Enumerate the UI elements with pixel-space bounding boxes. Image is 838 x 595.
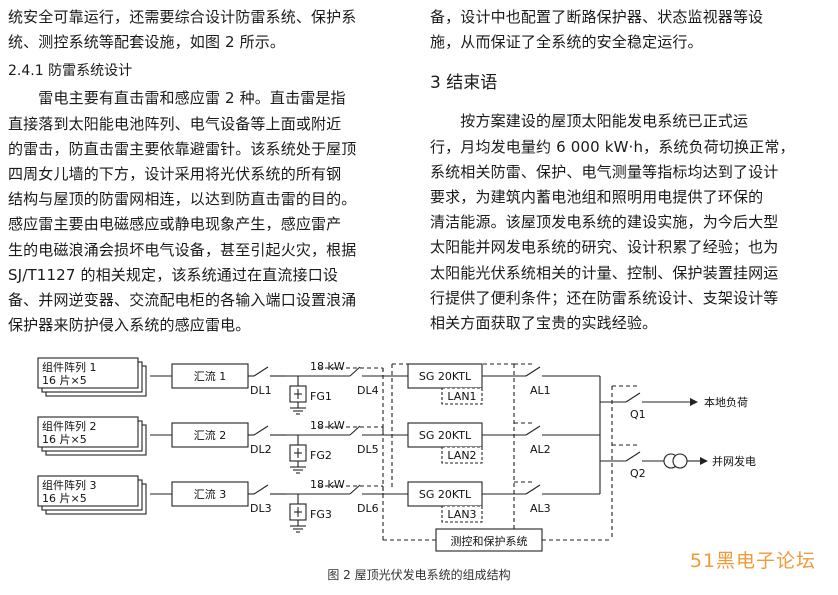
dc-breaker-label: DL2 xyxy=(250,443,272,456)
breaker-switch xyxy=(625,451,641,462)
array-count-label: 16 片×5 xyxy=(42,433,87,446)
text-line: 的雷击，防直击雷主要依靠避雷针。该系统处于屋顶 xyxy=(8,139,357,158)
lan-label: LAN2 xyxy=(447,449,476,462)
combiner-label: 汇流 1 xyxy=(194,369,227,383)
dc-breaker-label: DL6 xyxy=(357,502,379,515)
text-line: 雷电主要有直击雷和感应雷 2 种。直击雷是指 xyxy=(8,89,346,108)
array-panel-layer xyxy=(37,416,139,448)
text-line: 保护器来防护侵入系统的感应雷电。 xyxy=(8,316,251,335)
text-line: 清洁能源。该屋顶发电系统的建设实施，为今后大型 xyxy=(430,213,779,232)
text-line: 备、并网逆变器、交流配电柜的各输入端口设置浪涌 xyxy=(8,290,357,309)
ac-breaker-label: AL2 xyxy=(530,443,551,456)
array-panel-layer xyxy=(37,357,139,389)
lan-label: LAN1 xyxy=(447,390,476,403)
breaker-switch xyxy=(349,425,361,436)
power-label: 18 kW xyxy=(310,419,345,432)
breaker-switch xyxy=(525,425,541,436)
array-name-label: 组件阵列 2 xyxy=(42,419,97,433)
text-line: 四周女儿墙的下方，设计采用将光伏系统的所有钢 xyxy=(8,164,342,183)
monitor-system-label: 测控和保护系统 xyxy=(451,534,528,548)
array-name-label: 组件阵列 1 xyxy=(42,360,97,374)
lan-box xyxy=(441,446,483,464)
array-count-label: 16 片×5 xyxy=(42,374,87,387)
lan-box xyxy=(441,387,483,405)
surge-protector-label: FG1 xyxy=(310,390,332,403)
combiner-label: 汇流 3 xyxy=(194,487,227,501)
dc-breaker-label: DL5 xyxy=(357,443,379,456)
right-paragraph-1: 备，设计中也配置了断路保护器、状态监视器等设 施，从而保证了全系统的安全稳定运行… xyxy=(430,5,832,55)
text-line: 结构与屋顶的防雷网相连，以达到防直击雷的目的。 xyxy=(8,190,357,209)
text-line: 按方案建设的屋顶太阳能发电系统已正式运 xyxy=(430,112,749,131)
text-line: 直接落到太阳能电池阵列、电气设备等上面或附近 xyxy=(8,114,342,133)
text-line: 生的电磁浪涌会损坏电气设备，甚至引起火灾，根据 xyxy=(8,240,357,259)
subsection-title: 2.4.1 防雷系统设计 xyxy=(8,63,133,80)
array-panel-layer xyxy=(37,475,139,507)
breaker-switch xyxy=(525,366,541,377)
inverter-box xyxy=(407,422,483,448)
surge-protector-label: FG2 xyxy=(310,449,332,462)
text-line: 太阳能光伏系统相关的计量、控制、保护装置挂网运 xyxy=(430,263,779,282)
figure-caption: 图 2 屋顶光伏发电系统的组成结构 xyxy=(327,568,511,582)
text-line: 相关方面获取了宝贵的实践经验。 xyxy=(430,313,658,332)
forum-watermark: 51黑电子论坛 xyxy=(689,550,816,572)
lan-box xyxy=(441,505,483,523)
combiner-box xyxy=(171,422,249,448)
left-column: 统安全可靠运行，还需要综合设计防雷系统、保护系 统、测控系统等配套设施，如图 2… xyxy=(8,0,410,338)
dc-breaker-label: DL3 xyxy=(250,502,272,515)
local-load-label: 本地负荷 xyxy=(704,395,748,409)
text-line: SJ/T1127 的相关规定，该系统通过在直流接口设 xyxy=(8,265,339,284)
breaker-switch xyxy=(253,366,269,377)
surge-protector-label: FG3 xyxy=(310,508,332,521)
inverter-label: SG 20KTL xyxy=(419,429,472,442)
text-line: 行，月均发电量约 6 000 kW·h，系统负荷切换正常， xyxy=(430,137,795,156)
left-paragraph-1: 统安全可靠运行，还需要综合设计防雷系统、保护系 统、测控系统等配套设施，如图 2… xyxy=(8,5,410,55)
grid-output-label: 并网发电 xyxy=(712,454,756,468)
combiner-label: 汇流 2 xyxy=(194,428,227,442)
text-line: 统安全可靠运行，还需要综合设计防雷系统、保护系 xyxy=(8,8,357,26)
section-title: 3 结束语 xyxy=(430,73,498,94)
lan-label: LAN3 xyxy=(447,508,476,521)
breaker-switch xyxy=(253,425,269,436)
right-column: 备，设计中也配置了断路保护器、状态监视器等设 施，从而保证了全系统的安全稳定运行… xyxy=(430,0,832,336)
text-line: 感应雷主要由电磁感应或静电现象产生，感应雷产 xyxy=(8,215,342,234)
output-switch-label: Q2 xyxy=(630,467,646,480)
array-name-label: 组件阵列 3 xyxy=(42,478,97,492)
breaker-switch xyxy=(525,484,541,495)
text-line: 备，设计中也配置了断路保护器、状态监视器等设 xyxy=(430,8,764,26)
breaker-switch xyxy=(253,484,269,495)
breaker-switch xyxy=(349,484,361,495)
inverter-box xyxy=(407,481,483,507)
power-label: 18 kW xyxy=(310,478,345,491)
inverter-label: SG 20KTL xyxy=(419,370,472,383)
combiner-box xyxy=(171,481,249,507)
arrow-head xyxy=(690,398,698,406)
text-line: 行提供了便利条件；还在防雷系统设计、支架设计等 xyxy=(430,288,779,307)
dc-breaker-label: DL1 xyxy=(250,384,272,397)
text-line: 系统相关防雷、保护、电气测量等指标均达到了设计 xyxy=(430,162,779,181)
arrow-head xyxy=(700,457,708,465)
ac-breaker-label: AL3 xyxy=(530,502,551,515)
text-line: 统、测控系统等配套设施，如图 2 所示。 xyxy=(8,33,286,52)
transformer-coil xyxy=(672,453,688,469)
text-line: 太阳能并网发电系统的研究、设计积累了经验；也为 xyxy=(430,238,779,257)
breaker-switch xyxy=(349,366,361,377)
right-paragraph-2: 按方案建设的屋顶太阳能发电系统已正式运 行，月均发电量约 6 000 kW·h，… xyxy=(430,109,832,336)
array-count-label: 16 片×5 xyxy=(42,492,87,505)
inverter-label: SG 20KTL xyxy=(419,488,472,501)
text-line: 施，从而保证了全系统的安全稳定运行。 xyxy=(430,33,703,52)
left-paragraph-2: 雷电主要有直击雷和感应雷 2 种。直击雷是指 直接落到太阳能电池阵列、电气设备等… xyxy=(8,86,410,338)
output-switch-label: Q1 xyxy=(630,408,646,421)
dc-breaker-label: DL4 xyxy=(357,384,379,397)
ac-breaker-label: AL1 xyxy=(530,384,551,397)
power-label: 18 kW xyxy=(310,360,345,373)
breaker-switch xyxy=(625,392,641,403)
text-line: 要求，为建筑内蓄电池组和照明用电提供了环保的 xyxy=(430,187,764,206)
